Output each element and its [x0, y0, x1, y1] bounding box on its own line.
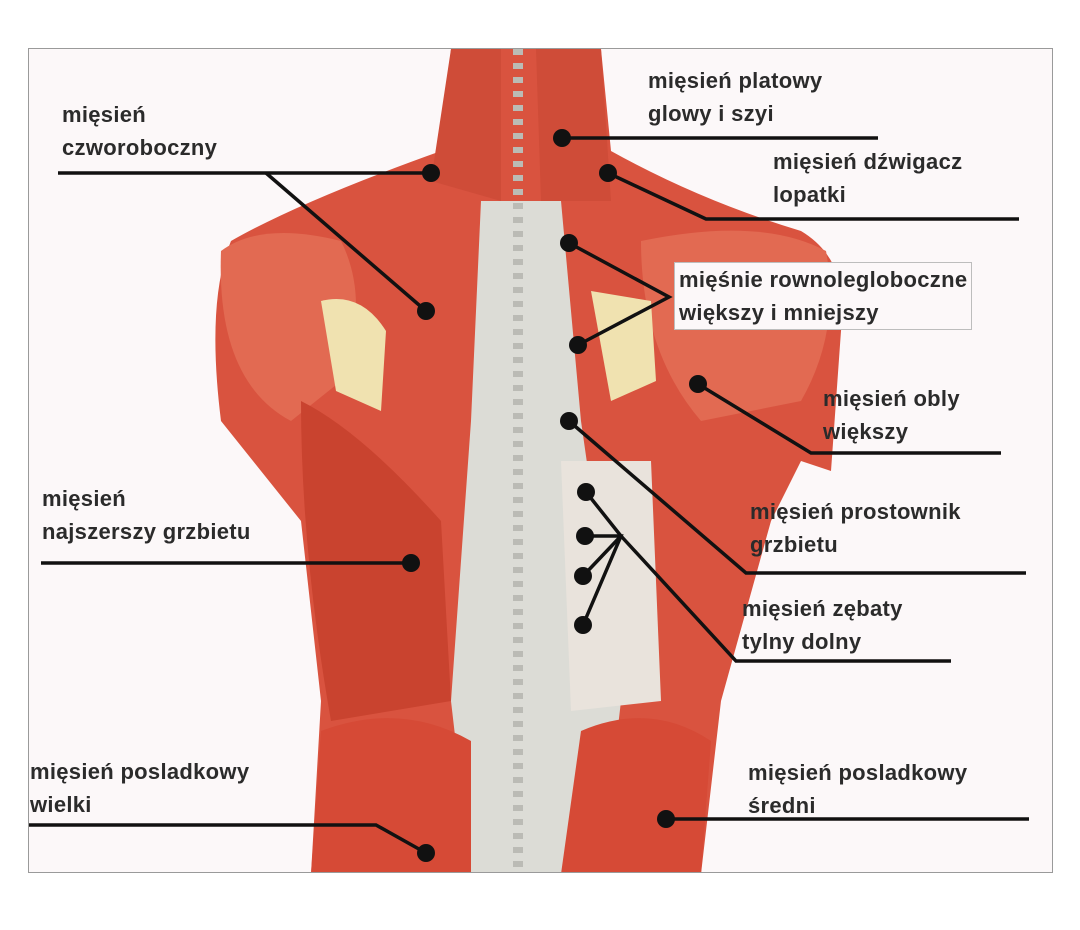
label-teres-major: mięsień obly większy: [823, 382, 960, 448]
label-line: mięsień prostownik: [750, 499, 961, 524]
label-splenius: mięsień platowy glowy i szyi: [648, 64, 822, 130]
neck-left: [431, 49, 501, 201]
left-lat: [301, 401, 451, 721]
label-line: mięsień zębaty: [742, 596, 903, 621]
label-gluteus-medius: mięsień posladkowy średni: [748, 756, 967, 822]
right-gluteus: [561, 718, 711, 872]
label-line: tylny dolny: [742, 629, 862, 654]
left-scapula: [321, 299, 386, 411]
back-muscles-illustration: [29, 49, 1029, 872]
label-line: czworoboczny: [62, 135, 218, 160]
neck-right: [536, 49, 611, 201]
label-line: mięśnie rownolegloboczne: [679, 267, 968, 292]
label-line: lopatki: [773, 182, 846, 207]
label-line: grzbietu: [750, 532, 838, 557]
leader-lines: [29, 136, 1029, 855]
label-serratus-posterior: mięsień zębaty tylny dolny: [742, 592, 903, 658]
left-shoulder: [220, 233, 356, 421]
label-line: glowy i szyi: [648, 101, 774, 126]
right-erector: [561, 461, 661, 711]
label-gluteus-maximus: mięsień posladkowy wielki: [30, 755, 249, 821]
label-line: wielki: [30, 792, 92, 817]
label-latissimus: mięsień najszerszy grzbietu: [42, 482, 251, 548]
label-line: mięsień platowy: [648, 68, 823, 93]
marker-dots: [402, 129, 707, 862]
anatomy-diagram: [28, 48, 1053, 873]
label-line: mięsień posladkowy: [30, 759, 250, 784]
label-line: mięsień: [42, 486, 127, 511]
label-line: najszerszy grzbietu: [42, 519, 251, 544]
left-gluteus: [311, 718, 471, 872]
label-line: mięsień dźwigacz: [773, 149, 963, 174]
label-trapezius: mięsień czworoboczny: [62, 98, 217, 164]
label-line: większy: [823, 419, 909, 444]
label-rhomboids: mięśnie rownolegloboczne większy i mniejs…: [674, 262, 973, 330]
right-scapula: [591, 291, 656, 401]
label-line: średni: [748, 793, 816, 818]
label-line: mięsień posladkowy: [748, 760, 968, 785]
label-line: mięsień: [62, 102, 147, 127]
label-levator-scapulae: mięsień dźwigacz lopatki: [773, 145, 962, 211]
label-line: mięsień obly: [823, 386, 960, 411]
label-erector-spinae: mięsień prostownik grzbietu: [750, 495, 961, 561]
label-line: większy i mniejszy: [679, 300, 879, 325]
